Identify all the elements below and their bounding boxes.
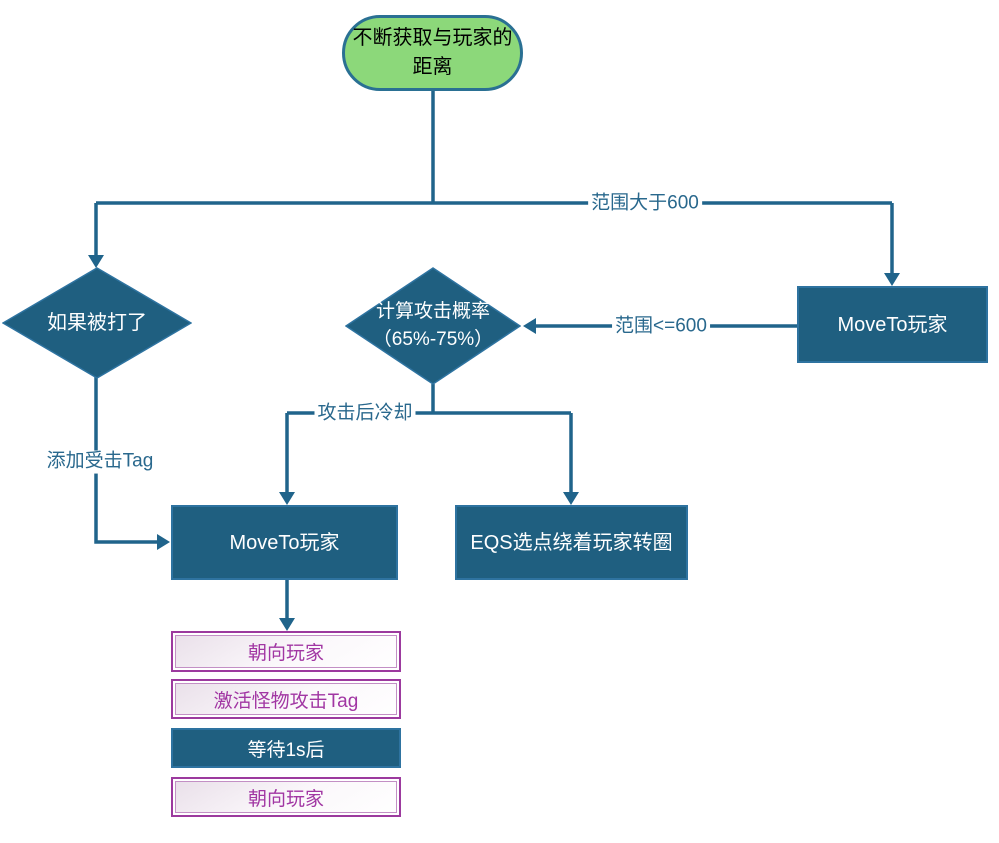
arrow-into-eqs bbox=[563, 492, 579, 505]
node-moveto-mid-label: MoveTo玩家 bbox=[229, 531, 340, 554]
arrow-into-hit-check bbox=[88, 255, 104, 268]
node-face-player-1: 朝向玩家 bbox=[171, 631, 401, 672]
node-hit-check: 如果被打了 bbox=[2, 267, 192, 379]
arrow-into-moveto-mid bbox=[279, 492, 295, 505]
edge-label-cooldown: 攻击后冷却 bbox=[314, 402, 416, 426]
edge-label-range-le-600: 范围<=600 bbox=[612, 315, 710, 339]
node-eqs-circle: EQS选点绕着玩家转圈 bbox=[455, 505, 688, 580]
diamond-shape bbox=[2, 267, 192, 379]
node-start: 不断获取与玩家的距离 bbox=[342, 15, 523, 91]
node-activate-attack-tag: 激活怪物攻击Tag bbox=[171, 679, 401, 719]
node-wait-1s: 等待1s后 bbox=[171, 728, 401, 768]
node-hit-check-label: 如果被打了 bbox=[47, 312, 147, 334]
node-face-player-2: 朝向玩家 bbox=[171, 777, 401, 817]
attack-prob-line1: 计算攻击概率 bbox=[375, 300, 490, 322]
arrow-into-actions bbox=[279, 618, 295, 631]
node-activate-attack-tag-label: 激活怪物攻击Tag bbox=[213, 690, 359, 712]
node-face-player-1-label: 朝向玩家 bbox=[247, 643, 324, 664]
node-eqs-circle-label: EQS选点绕着玩家转圈 bbox=[470, 531, 673, 554]
diamond-shape bbox=[345, 267, 521, 385]
node-moveto-mid: MoveTo玩家 bbox=[171, 505, 398, 580]
arrow-into-attack-prob bbox=[523, 318, 536, 334]
edge-label-add-hit-tag: 添加受击Tag bbox=[43, 450, 157, 474]
attack-prob-line2: （65%-75%） bbox=[372, 329, 494, 350]
arrow-into-moveto-mid-left bbox=[157, 534, 170, 550]
edge-label-range-gt-600: 范围大于600 bbox=[588, 192, 702, 216]
node-moveto-right: MoveTo玩家 bbox=[797, 286, 988, 363]
node-wait-1s-label: 等待1s后 bbox=[247, 739, 325, 761]
edge-hit-tag bbox=[94, 377, 158, 544]
node-attack-prob-label: 计算攻击概率 （65%-75%） bbox=[373, 298, 493, 355]
node-moveto-right-label: MoveTo玩家 bbox=[837, 313, 948, 336]
arrow-into-moveto-right bbox=[884, 273, 900, 286]
node-start-label: 不断获取与玩家的距离 bbox=[352, 27, 513, 78]
node-face-player-2-label: 朝向玩家 bbox=[247, 788, 324, 810]
node-attack-prob: 计算攻击概率 （65%-75%） bbox=[345, 267, 521, 385]
